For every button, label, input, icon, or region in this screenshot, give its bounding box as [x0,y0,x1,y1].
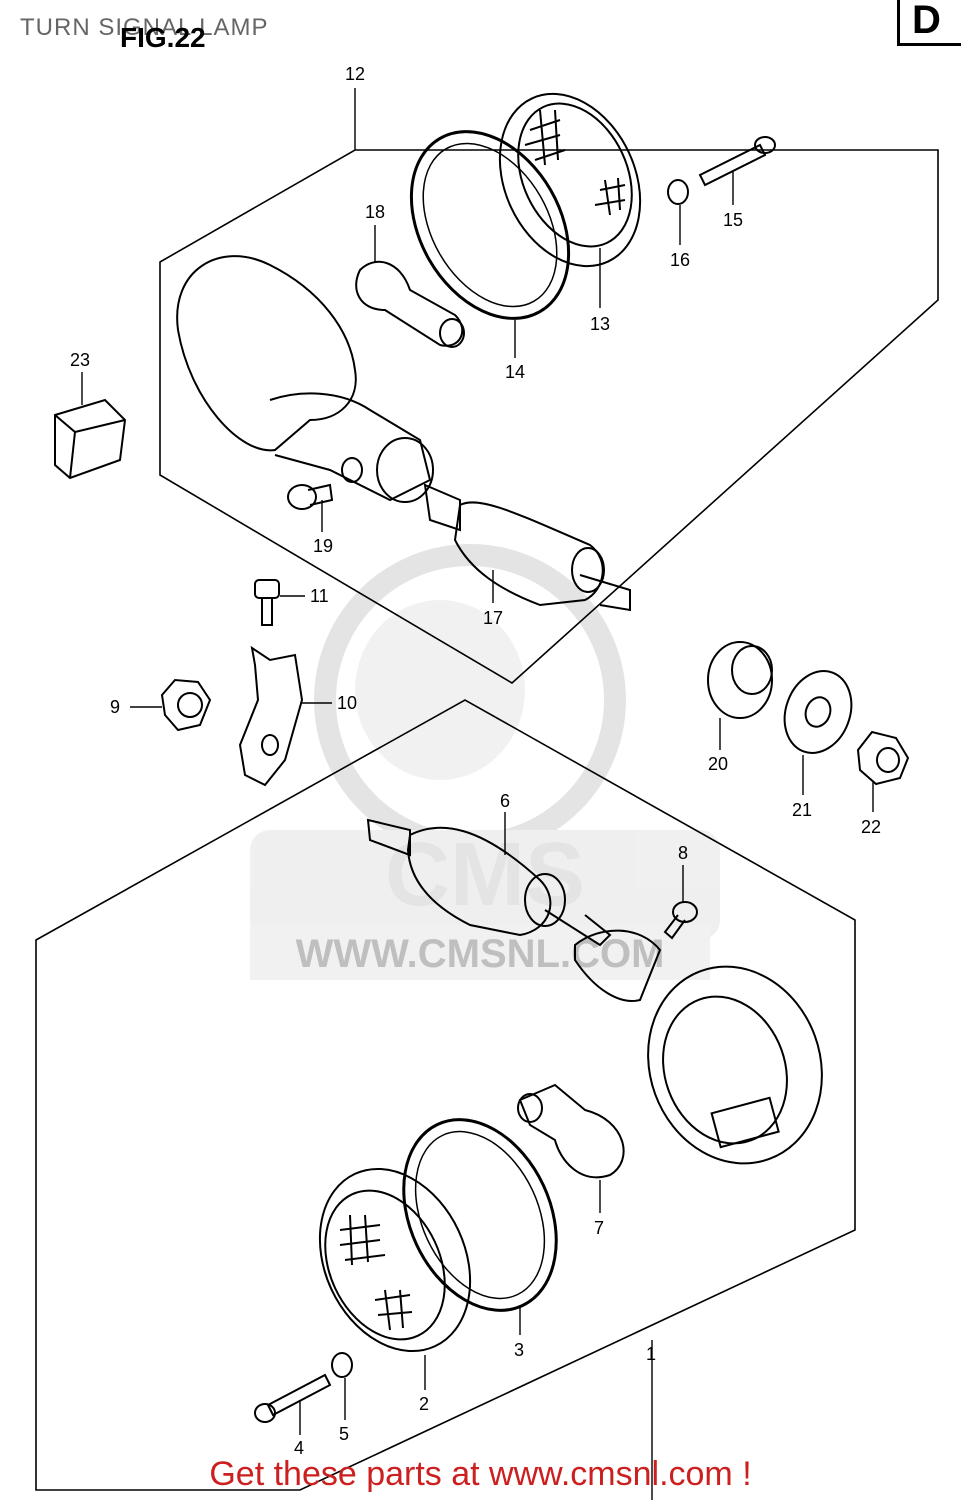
bulb-lower [517,1083,625,1179]
callout-18: 18 [365,202,386,222]
lamp-housing-lower [574,929,823,1165]
callout-15: 15 [723,210,744,230]
callout-10: 10 [337,693,358,713]
callout-19: 19 [313,536,334,556]
figure-label: FIG.22 [120,22,206,53]
bulb-socket-upper [423,483,631,612]
callout-2: 2 [419,1394,430,1414]
gasket-upper [409,130,571,320]
washer-lower [331,1352,353,1378]
nut-22 [856,730,910,786]
callout-22: 22 [861,817,882,837]
page-title: TURN SIGNAL LAMP [20,14,269,41]
lens-upper [498,92,642,268]
callout-21: 21 [792,800,813,820]
callout-5: 5 [339,1424,350,1444]
bracket-10 [238,645,304,787]
washer-upper [667,179,689,205]
gasket-lower [402,1118,558,1312]
callout-4: 4 [294,1438,305,1458]
nut-9 [160,678,212,732]
bulb-upper [355,260,465,348]
lens-lower [318,1167,472,1353]
callout-9: 9 [110,697,121,717]
footer-link-text[interactable]: Get these parts at www.cmsnl.com ! [209,1455,752,1493]
callout-17: 17 [483,608,504,628]
callout-13: 13 [590,314,611,334]
screw-19 [287,483,334,510]
screw-lower [254,1373,332,1423]
callout-23: 23 [70,350,91,370]
watermark-url: WWW.CMSNL.COM [296,932,665,976]
callout-7: 7 [594,1218,605,1238]
callout-16: 16 [670,250,691,270]
callout-12: 12 [345,64,366,84]
callout-20: 20 [708,754,729,774]
grommet-20 [707,641,773,719]
watermark-logo: CMS [250,544,720,980]
lamp-housing-upper [176,255,434,503]
screw-8 [663,901,698,940]
callout-14: 14 [505,362,526,382]
lower-assembly-outline [35,699,856,1491]
washer-21 [783,670,853,754]
callout-11: 11 [310,586,329,606]
screw-upper [698,136,776,187]
section-badge: D [897,0,961,46]
bolt-11 [254,579,280,626]
callout-6: 6 [500,791,511,811]
leader-lines [81,172,874,1435]
bulb-socket-lower [366,818,612,947]
callout-3: 3 [514,1340,525,1360]
relay [54,398,127,480]
section-letter: D [912,0,941,42]
callout-1: 1 [646,1344,657,1364]
callout-8: 8 [678,843,689,863]
